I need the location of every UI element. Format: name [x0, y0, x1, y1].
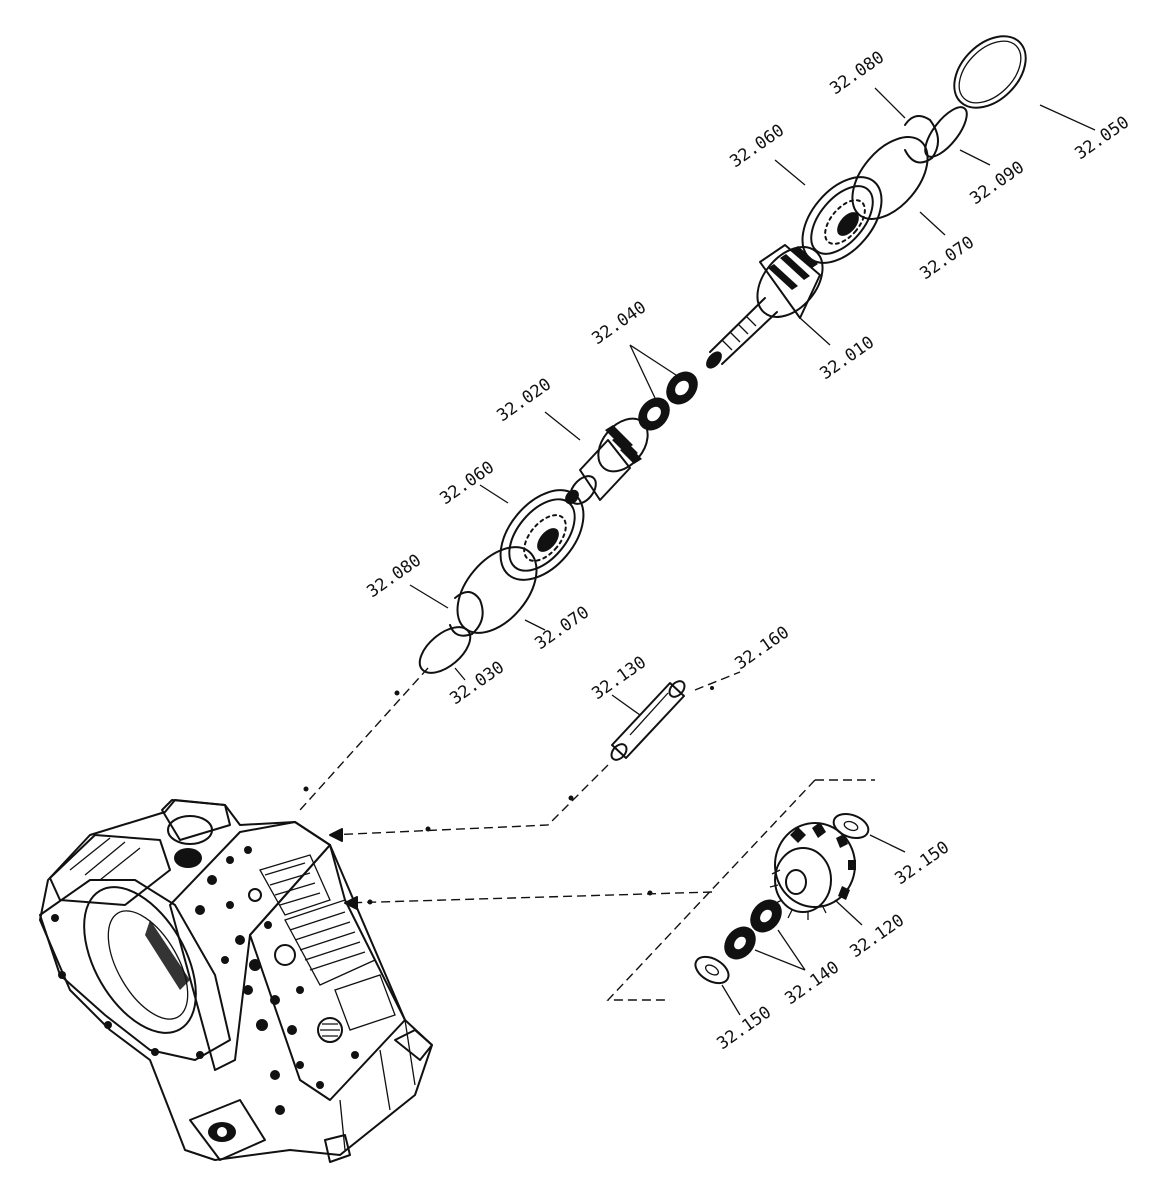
leader-32070-top: [919, 211, 946, 236]
leader-32140-b: [777, 929, 806, 971]
assembly-dot: [367, 899, 373, 905]
ring-32070-top: [851, 136, 929, 220]
label-32050: 32.050: [1071, 112, 1133, 164]
leader-32120: [834, 899, 863, 926]
label-32140: 32.140: [781, 957, 843, 1009]
leader-32040-b: [629, 344, 677, 376]
label-32060-mid: 32.060: [436, 457, 498, 509]
snap-ring-32050: [953, 35, 1027, 109]
leader-32060-mid: [479, 484, 509, 504]
leader-32140-a: [754, 949, 806, 971]
leader-32040-a: [629, 344, 656, 399]
needle-bearing-32140-b: [724, 926, 756, 960]
leader-32080-top: [874, 87, 906, 119]
leader-32070-low: [524, 619, 546, 631]
label-32070-top: 32.070: [916, 232, 978, 284]
label-32040: 32.040: [588, 297, 650, 349]
assembly-dot: [710, 686, 714, 690]
label-32150-low: 32.150: [713, 1002, 775, 1054]
ring-32030: [418, 626, 472, 674]
circlip-32080-low: [449, 591, 484, 637]
assembly-line-pin: [329, 764, 609, 836]
needle-bearing-32040-b: [638, 397, 670, 431]
label-32120: 32.120: [846, 910, 908, 962]
pin-32130: [610, 680, 686, 761]
label-32160: 32.160: [731, 622, 793, 674]
assembly-line-gear: [344, 891, 713, 904]
needle-bearing-32140-a: [750, 899, 782, 933]
assembly-dot: [394, 690, 400, 696]
leader-32030: [454, 667, 466, 681]
label-32030: 32.030: [446, 657, 508, 709]
leader-32010: [799, 317, 831, 346]
assembly-dot: [647, 890, 653, 896]
needle-bearing-32040-a: [666, 371, 698, 405]
assembly-dot: [425, 826, 431, 832]
leader-32060-top: [774, 159, 806, 186]
label-32090: 32.090: [966, 157, 1028, 209]
assembly-dot: [303, 786, 309, 792]
gearbox-housing: [39, 799, 433, 1163]
ring-32070-low: [456, 546, 538, 634]
group-boundary-low: [606, 779, 816, 1001]
leader-32050: [1039, 104, 1096, 131]
leader-32150-low: [721, 984, 741, 1016]
assembly-dot: [568, 795, 574, 801]
gear-32120: [769, 822, 856, 920]
assembly-line-main: [299, 667, 429, 811]
bearing-32060-top: [801, 176, 883, 264]
bearing-32060-mid: [499, 489, 585, 581]
label-32020: 32.020: [493, 374, 555, 426]
label-32080-low: 32.080: [363, 550, 425, 602]
leader-32130: [611, 694, 641, 716]
circlip-32080-top: [904, 115, 939, 164]
arrow-head: [329, 828, 343, 842]
label-32130: 32.130: [588, 652, 650, 704]
washer-32150-low: [694, 955, 730, 985]
leader-32090: [959, 149, 991, 166]
leader-32080-low: [409, 584, 449, 609]
washer-32150-right: [832, 812, 870, 840]
leader-32160: [694, 671, 741, 691]
shaft-gear-32010: [706, 244, 824, 369]
leader-32020: [544, 411, 581, 441]
label-32060-top: 32.060: [726, 120, 788, 172]
gear-shaft-32020: [565, 417, 649, 505]
label-32150-right: 32.150: [891, 837, 953, 889]
leader-32150-right: [869, 834, 906, 853]
